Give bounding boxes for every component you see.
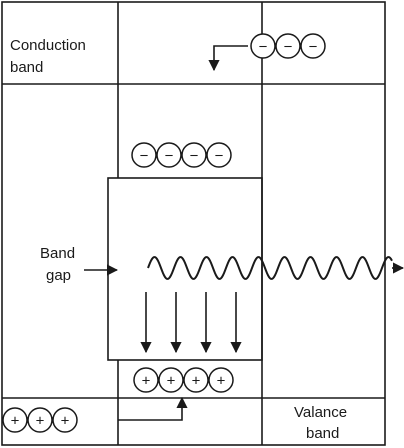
- electron-circle: [181, 142, 207, 168]
- hole-group-valance-input: + + +: [2, 407, 78, 433]
- hole-circle: [2, 407, 28, 433]
- electron-circle: [275, 33, 301, 59]
- electron-sign: −: [259, 39, 268, 56]
- electron-sign: −: [190, 148, 199, 165]
- electron-injection-arrow: [208, 45, 248, 72]
- outer-border: [1, 1, 386, 446]
- hole-circle: [208, 367, 234, 393]
- electron-circle: [131, 142, 157, 168]
- valance-band-label-line1: Valance: [294, 404, 347, 421]
- hole-sign: +: [167, 373, 176, 390]
- hole-group-valance: + + + +: [133, 367, 234, 393]
- electron-group-conduction-input: −−−: [250, 33, 326, 59]
- electron-circle: [156, 142, 182, 168]
- hole-sign: +: [11, 413, 20, 430]
- hole-injection-arrow: [118, 396, 188, 421]
- band-gap-label-line2: gap: [46, 267, 71, 284]
- electron-sign: −: [165, 148, 174, 165]
- electron-circle: [300, 33, 326, 59]
- hole-circle: [52, 407, 78, 433]
- photon-wave: [147, 256, 393, 280]
- electron-sign: −: [140, 148, 149, 165]
- hole-circle: [133, 367, 159, 393]
- band-gap-label-line1: Band: [40, 245, 75, 262]
- hole-sign: +: [192, 373, 201, 390]
- hole-sign: +: [217, 373, 226, 390]
- conduction-band-label-line1: Conduction: [10, 37, 86, 54]
- conduction-band-label-line2: band: [10, 59, 43, 76]
- electron-sign: −: [284, 39, 293, 56]
- electron-circle: [250, 33, 276, 59]
- hole-circle: [183, 367, 209, 393]
- hole-sign: +: [61, 413, 70, 430]
- hole-sign: +: [36, 413, 45, 430]
- hole-sign: +: [142, 373, 151, 390]
- recombination-arrows: [140, 292, 242, 354]
- electron-circle: [206, 142, 232, 168]
- valance-band-label-line2: band: [306, 425, 339, 442]
- hole-circle: [158, 367, 184, 393]
- hole-circle: [27, 407, 53, 433]
- frame: [1, 1, 386, 446]
- electron-sign: −: [309, 39, 318, 56]
- electron-sign: −: [215, 148, 224, 165]
- electron-group-conduction: −−−−: [131, 142, 232, 168]
